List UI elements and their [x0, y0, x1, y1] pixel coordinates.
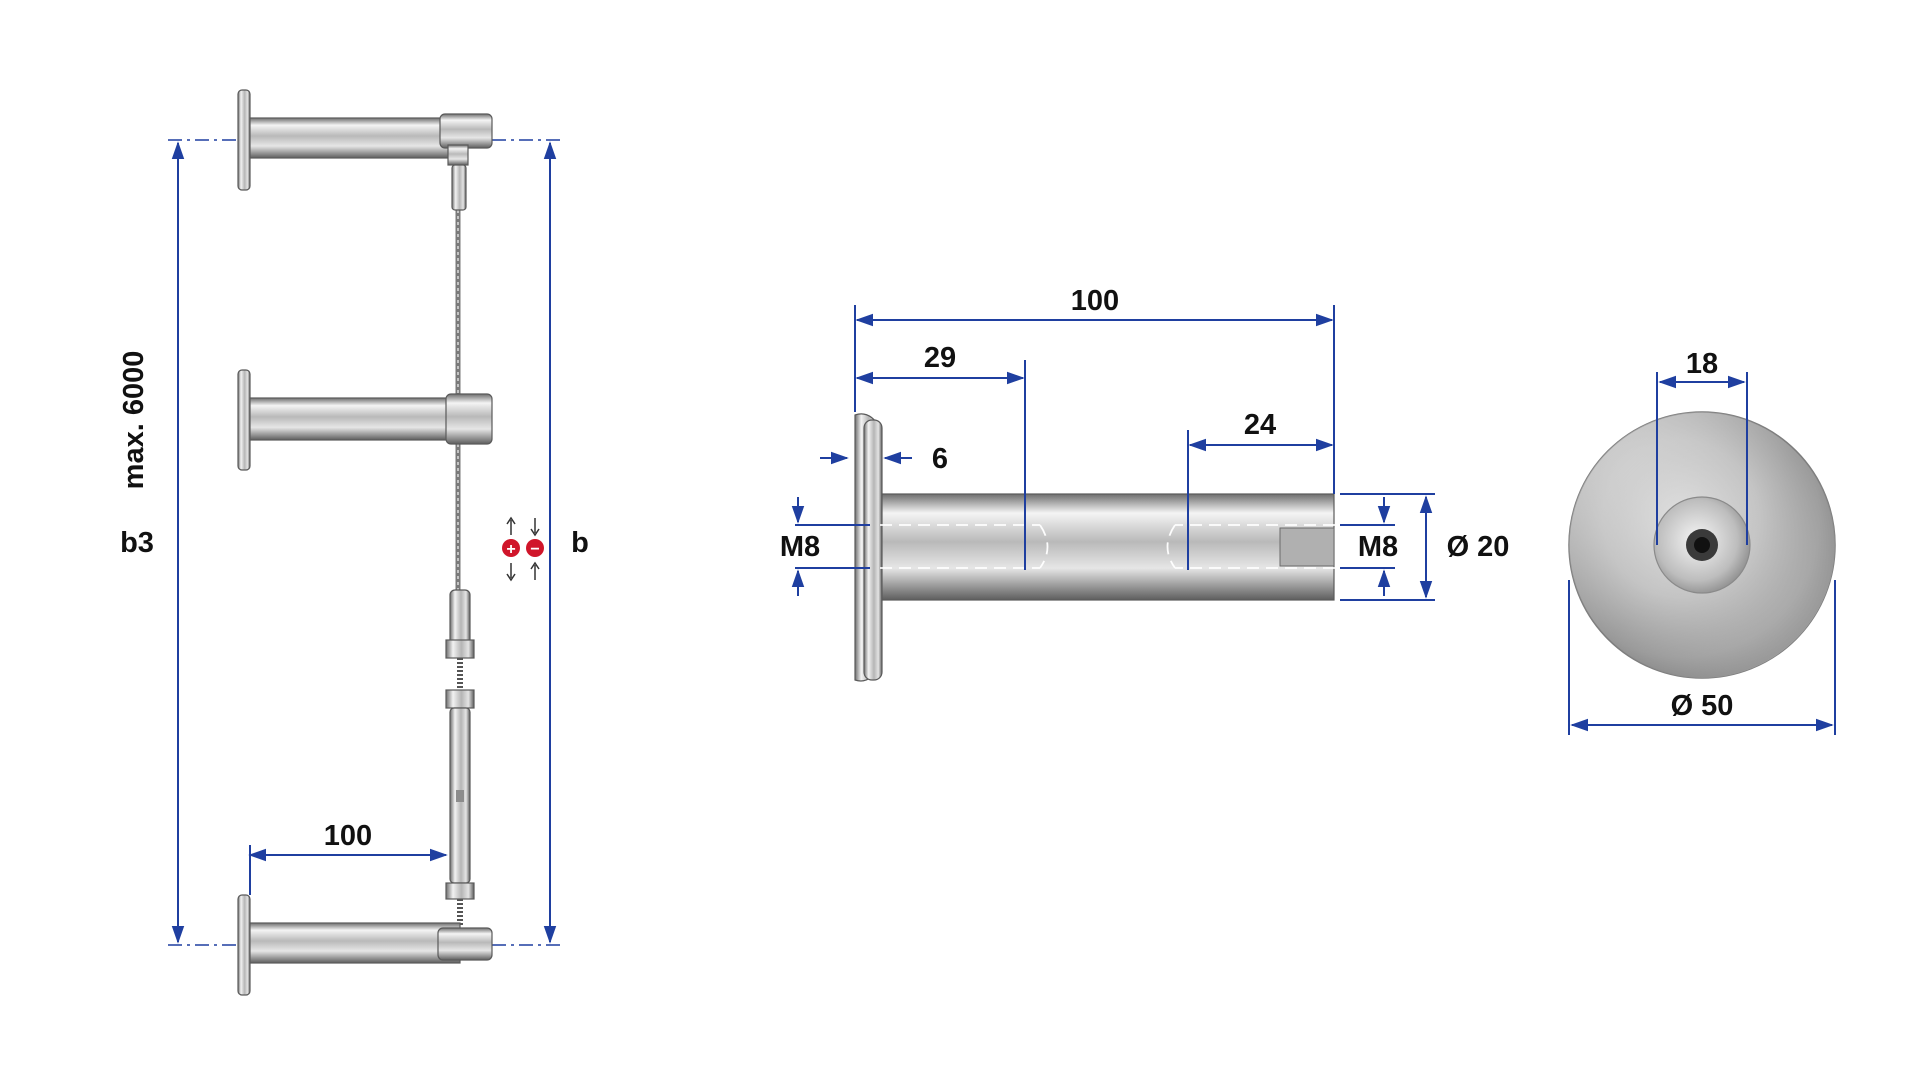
tension-minus-symbol: −: [530, 541, 539, 558]
diameter-label: Ø 20: [1447, 531, 1510, 563]
top-standoff: [237, 89, 493, 211]
tension-adjust-icon: + −: [502, 516, 544, 582]
flange-thickness-label: 6: [932, 443, 948, 475]
left-assembly-view: max. 6000 b3 b: [118, 89, 589, 996]
standoff-body: [881, 493, 1335, 601]
b-label: b: [571, 527, 589, 559]
tension-plus-symbol: +: [506, 541, 515, 558]
tip-thread-depth-label: 24: [1244, 409, 1276, 441]
turnbuckle: [445, 589, 475, 925]
disc-diameter-label: Ø 50: [1671, 690, 1734, 722]
standoff-side-view: 100 29 24 6 M8 M8 Ø 20: [780, 285, 1510, 682]
hub-diameter-label: 18: [1686, 348, 1718, 380]
bottom-standoff: [237, 894, 493, 996]
length-label: 100: [1071, 285, 1119, 317]
standoff-front-view: 18 Ø 50: [1568, 348, 1836, 735]
middle-standoff: [237, 369, 493, 471]
b3-label: b3: [120, 527, 154, 559]
left-thread-label: M8: [780, 531, 820, 563]
max-length-label: max. 6000: [118, 351, 150, 490]
arm-length-label: 100: [324, 820, 372, 852]
base-thread-depth-label: 29: [924, 342, 956, 374]
right-thread-label: M8: [1358, 531, 1398, 563]
